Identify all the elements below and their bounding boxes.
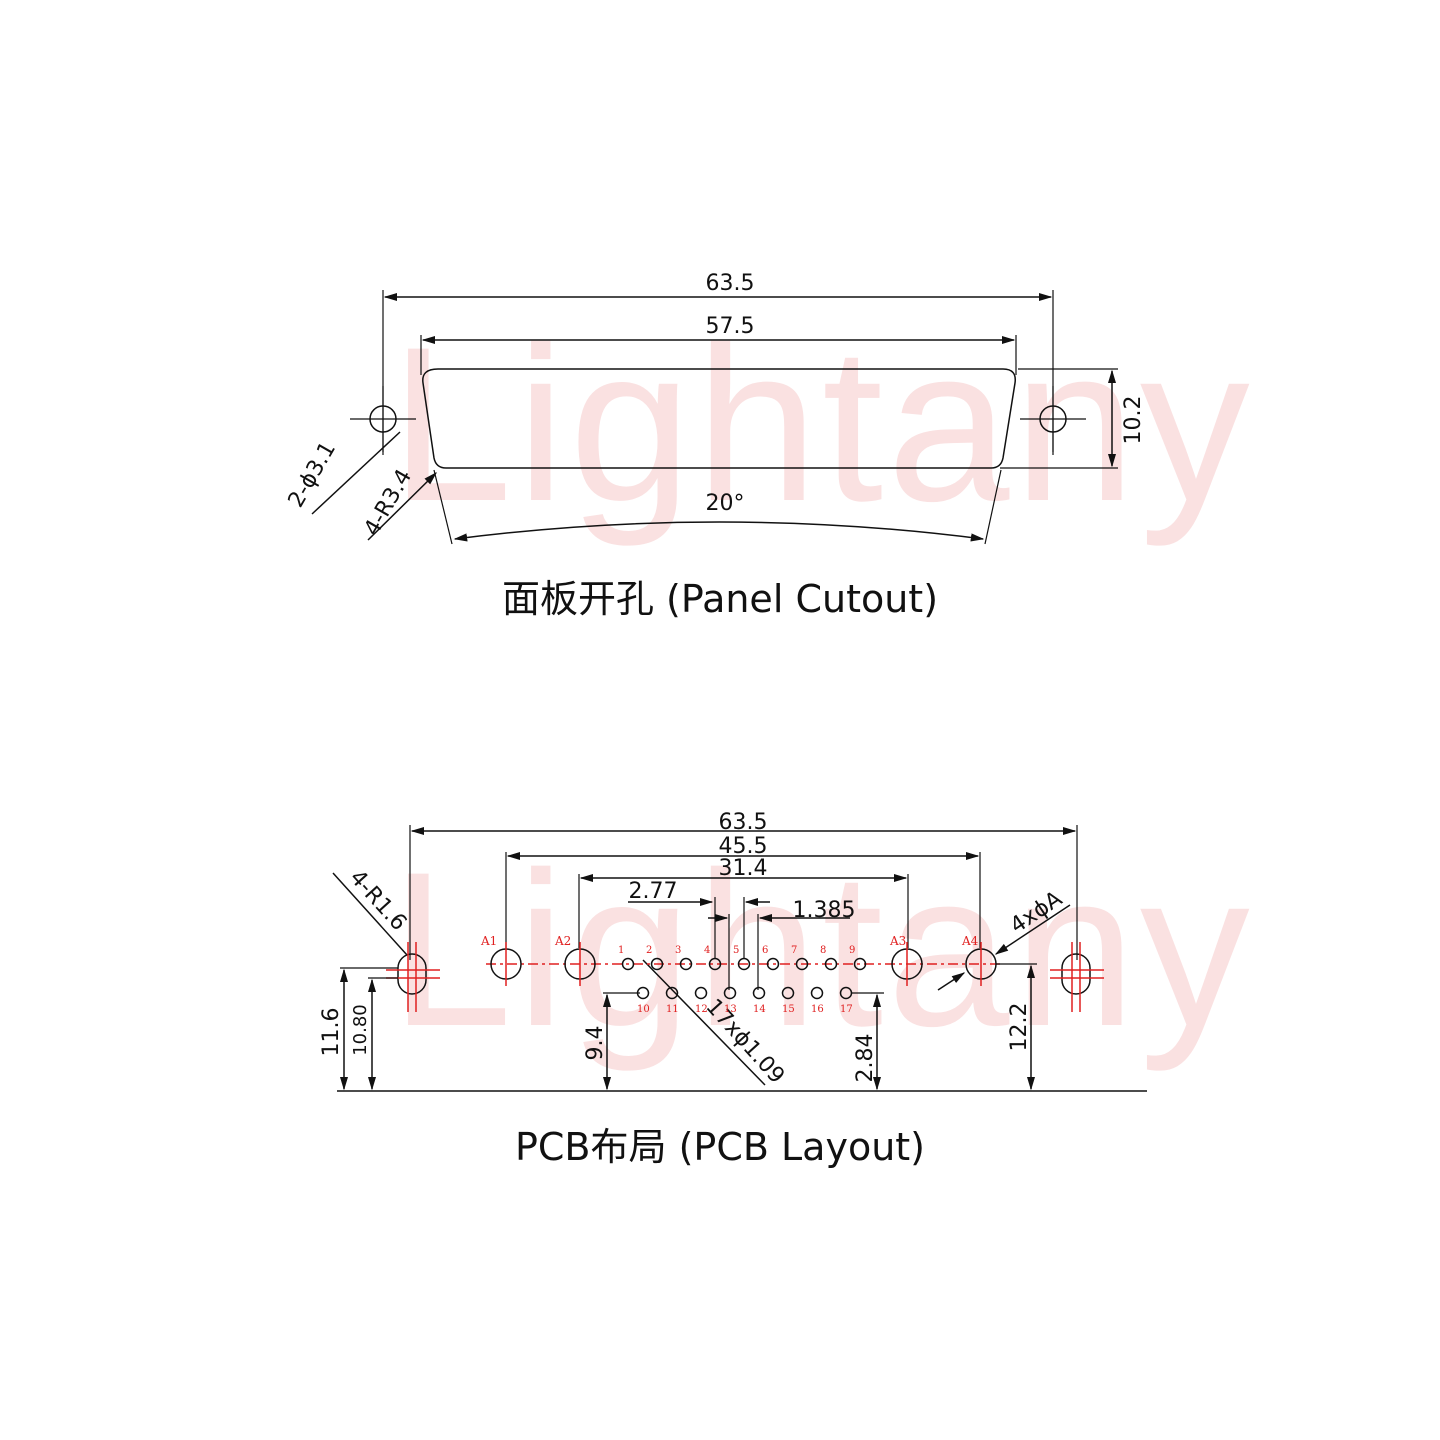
pcb-pins-top-row: 1 2 3 4 5 6 7 8 9	[618, 945, 867, 971]
pcb-a-hole-a1: A1	[480, 934, 522, 986]
panel-cutout-view: 63.5 57.5 10.2 2-ϕ3.1 4-R3.4 20° 面板开孔 (P…	[284, 271, 1146, 621]
pcb-dim-row-span: 31.4	[719, 856, 768, 881]
pcb-dim-h-row2: 9.4	[583, 1026, 608, 1061]
pcb-dim-overall: 63.5	[719, 810, 768, 835]
svg-text:1: 1	[618, 945, 624, 956]
pcb-dim-offset: 1.385	[793, 898, 856, 923]
svg-text:A4: A4	[961, 934, 979, 948]
svg-text:3: 3	[675, 945, 681, 956]
svg-text:15: 15	[782, 1004, 795, 1015]
pcb-dim-h-row-gap: 2.84	[853, 1034, 878, 1083]
pcb-dim-h-outer: 11.6	[319, 1008, 344, 1057]
svg-text:A3: A3	[889, 934, 906, 948]
svg-text:9: 9	[849, 945, 855, 956]
svg-text:10: 10	[637, 1004, 650, 1015]
panel-cutout-outline	[422, 368, 1016, 469]
panel-dim-angle: 20°	[706, 491, 745, 516]
panel-dim-mount-holes: 2-ϕ3.1	[284, 438, 341, 512]
panel-dim-height: 10.2	[1121, 396, 1146, 445]
svg-text:8: 8	[820, 945, 826, 956]
panel-dim-shell: 57.5	[706, 314, 755, 339]
svg-text:11: 11	[666, 1004, 679, 1015]
pcb-dim-h-right: 12.2	[1007, 1003, 1032, 1052]
watermark-bottom: Lightany	[390, 826, 1254, 1072]
svg-text:14: 14	[753, 1004, 766, 1015]
svg-text:7: 7	[791, 945, 797, 956]
svg-text:16: 16	[811, 1004, 824, 1015]
pcb-dim-pitch: 2.77	[629, 879, 678, 904]
pcb-pins-bottom-row: 10 11 12 13 14 15 16 17	[636, 986, 853, 1015]
svg-text:2: 2	[646, 945, 652, 956]
pcb-slot-right	[1050, 942, 1104, 1012]
pcb-dim-h-inner: 10.80	[350, 1004, 371, 1056]
panel-dim-overall: 63.5	[706, 271, 755, 296]
svg-text:6: 6	[762, 945, 768, 956]
pcb-dim-a-span: 45.5	[719, 834, 768, 859]
svg-text:17: 17	[840, 1004, 853, 1015]
svg-text:A1: A1	[480, 934, 497, 948]
svg-text:5: 5	[733, 945, 739, 956]
svg-text:4: 4	[704, 945, 710, 956]
svg-text:13: 13	[724, 1004, 737, 1015]
panel-caption: 面板开孔 (Panel Cutout)	[502, 577, 938, 621]
pcb-caption: PCB布局 (PCB Layout)	[515, 1125, 925, 1169]
pcb-a-hole-a2: A2	[554, 934, 596, 986]
svg-text:12: 12	[695, 1004, 708, 1015]
svg-text:A2: A2	[554, 934, 571, 948]
pcb-a-hole-a3: A3	[889, 934, 923, 986]
